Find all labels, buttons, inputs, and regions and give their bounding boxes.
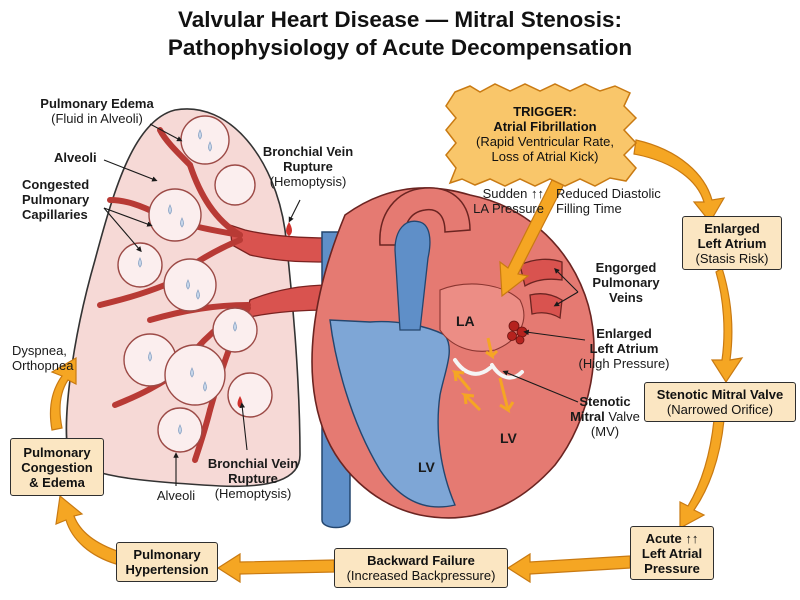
stenotic-mv-heart-valve: Valve: [604, 409, 640, 424]
pulm-htn-line-1: Pulmonary: [133, 547, 201, 562]
bronchial-bottom-sub: (Hemoptysis): [214, 486, 292, 501]
alveoli-top-text: Alveoli: [54, 150, 97, 165]
label-lv-right: LV: [500, 430, 517, 446]
enlarged-la-title-1: Enlarged: [704, 220, 760, 236]
pointer-lines: [103, 123, 586, 486]
alveoli-bottom-text: Alveoli: [156, 488, 196, 503]
bronchial-bottom-line-1: Bronchial Vein: [207, 456, 299, 471]
symptom-label: Dyspnea, Orthopnea: [12, 343, 102, 373]
trigger-burst: [445, 83, 638, 187]
flow-arrow-4: [460, 393, 482, 412]
pulmonary-vein-upper: [519, 258, 563, 288]
engorged-veins-line-2: Pulmonary: [592, 275, 660, 290]
page-title: Valvular Heart Disease — Mitral Stenosis…: [0, 6, 800, 62]
engorged-veins-line-1: Engorged: [595, 260, 657, 275]
cycle-box-pulm-htn: Pulmonary Hypertension: [116, 542, 218, 582]
alveoli-clusters: [117, 115, 273, 453]
flow-arrow-1: [485, 337, 499, 360]
enlarged-la-title-2: Left Atrium: [697, 235, 767, 251]
pulm-congestion-line-2: Congestion: [21, 459, 93, 475]
enlarged-la-heart-sub: (High Pressure): [578, 356, 670, 371]
bronchial-top-line-1: Bronchial Vein: [262, 144, 354, 159]
stenotic-mv-heart-sub: (MV): [590, 424, 620, 439]
acute-la-pressure-line-3: Pressure: [644, 560, 700, 576]
capillaries-line-1: Congested: [22, 177, 90, 192]
bronchial-top-sub: (Hemoptysis): [269, 174, 347, 189]
title-line-1: Valvular Heart Disease — Mitral Stenosis…: [178, 7, 622, 32]
enlarged-la-sub: (Stasis Risk): [695, 250, 769, 266]
label-pulmonary-edema: Pulmonary Edema (Fluid in Alveoli): [26, 96, 168, 126]
label-bronchial-top: Bronchial Vein Rupture (Hemoptysis): [250, 144, 366, 189]
trigger-effect-right: Reduced Diastolic Filling Time: [556, 186, 686, 216]
label-stenotic-mv-heart: Stenotic Mitral Valve (MV): [564, 394, 646, 439]
trigger-effect-left: Sudden ↑↑ LA Pressure: [440, 186, 544, 216]
pulmonary-vein-lower: [529, 293, 563, 320]
trigger-box: TRIGGER: Atrial Fibrillation (Rapid Vent…: [452, 86, 638, 182]
cycle-box-backward-failure: Backward Failure (Increased Backpressure…: [334, 548, 508, 588]
bronchial-top-line-2: Rupture: [283, 159, 333, 174]
trigger-heading: TRIGGER:: [513, 104, 577, 119]
symptom-line-2: Orthopnea: [12, 358, 74, 373]
pulmonary-edema-title: Pulmonary Edema: [40, 96, 154, 111]
title-line-2: Pathophysiology of Acute Decompensation: [167, 35, 633, 60]
pulmonary-artery: [394, 220, 431, 331]
cycle-box-pulm-congestion: Pulmonary Congestion & Edema: [10, 438, 104, 496]
capillaries-line-3: Capillaries: [22, 207, 88, 222]
trigger-effect-right-line-2: Filling Time: [556, 201, 622, 216]
label-bronchial-bottom: Bronchial Vein Rupture (Hemoptysis): [194, 456, 312, 501]
symptom-line-1: Dyspnea,: [12, 343, 67, 358]
trigger-detail-1: (Rapid Ventricular Rate,: [475, 134, 614, 149]
right-heart-chamber: [329, 319, 456, 508]
engorged-veins-line-3: Veins: [609, 290, 643, 305]
label-lv-bottom: LV: [418, 459, 435, 475]
bronchial-bottom-line-2: Rupture: [228, 471, 278, 486]
label-alveoli-bottom: Alveoli: [146, 488, 206, 503]
pulm-congestion-line-1: Pulmonary: [23, 444, 91, 460]
trigger-arrow: [499, 179, 565, 298]
mitral-valve-leaflets: [453, 358, 524, 380]
hemoptysis-drop-top: [286, 222, 292, 236]
trigger-name: Atrial Fibrillation: [493, 119, 597, 134]
cycle-box-enlarged-la: Enlarged Left Atrium (Stasis Risk): [682, 216, 782, 270]
acute-la-pressure-line-2: Left Atrial: [641, 545, 703, 561]
capillaries-line-2: Pulmonary: [22, 192, 90, 207]
enlarged-la-heart-line-1: Enlarged: [596, 326, 652, 341]
pulm-congestion-line-3: & Edema: [29, 474, 85, 490]
cycle-box-acute-la-pressure: Acute ↑↑ Left Atrial Pressure: [630, 526, 714, 580]
pulm-htn-line-2: Hypertension: [125, 562, 209, 577]
label-engorged-veins: Engorged Pulmonary Veins: [578, 260, 674, 305]
lung-illustration: [65, 108, 331, 488]
stenotic-mv-sub: (Narrowed Orifice): [666, 402, 774, 417]
trigger-effect-right-line-1: Reduced Diastolic: [556, 186, 661, 201]
backward-failure-sub: (Increased Backpressure): [346, 568, 496, 583]
enlarged-la-heart-line-2: Left Atrium: [589, 341, 659, 356]
heart-illustration: [311, 187, 595, 529]
stenotic-mv-heart-mitral: Mitral: [570, 409, 605, 424]
trigger-effect-left-line-2: LA Pressure: [473, 201, 544, 216]
label-enlarged-la-heart: Enlarged Left Atrium (High Pressure): [568, 326, 680, 371]
label-alveoli-top: Alveoli: [54, 150, 114, 165]
trigger-detail-2: Loss of Atrial Kick): [491, 149, 599, 164]
stenotic-mv-title: Stenotic Mitral Valve: [656, 387, 784, 402]
trigger-effect-left-line-1: Sudden ↑↑: [482, 186, 544, 201]
flow-arrow-2: [498, 377, 515, 414]
label-la: LA: [456, 313, 475, 329]
label-capillaries: Congested Pulmonary Capillaries: [22, 177, 112, 222]
stenotic-mv-heart-line-2: Mitral Valve: [564, 409, 646, 424]
edema-droplets: [138, 129, 237, 435]
cycle-arrows: [49, 139, 744, 584]
flow-arrow-3: [451, 370, 472, 391]
pulmonary-edema-sub: (Fluid in Alveoli): [51, 111, 143, 126]
stenotic-mv-heart-line-1: Stenotic: [579, 394, 631, 409]
acute-la-pressure-line-1: Acute ↑↑: [645, 530, 699, 546]
cycle-box-stenotic-mv: Stenotic Mitral Valve (Narrowed Orifice): [644, 382, 796, 422]
backward-failure-title: Backward Failure: [367, 553, 475, 568]
